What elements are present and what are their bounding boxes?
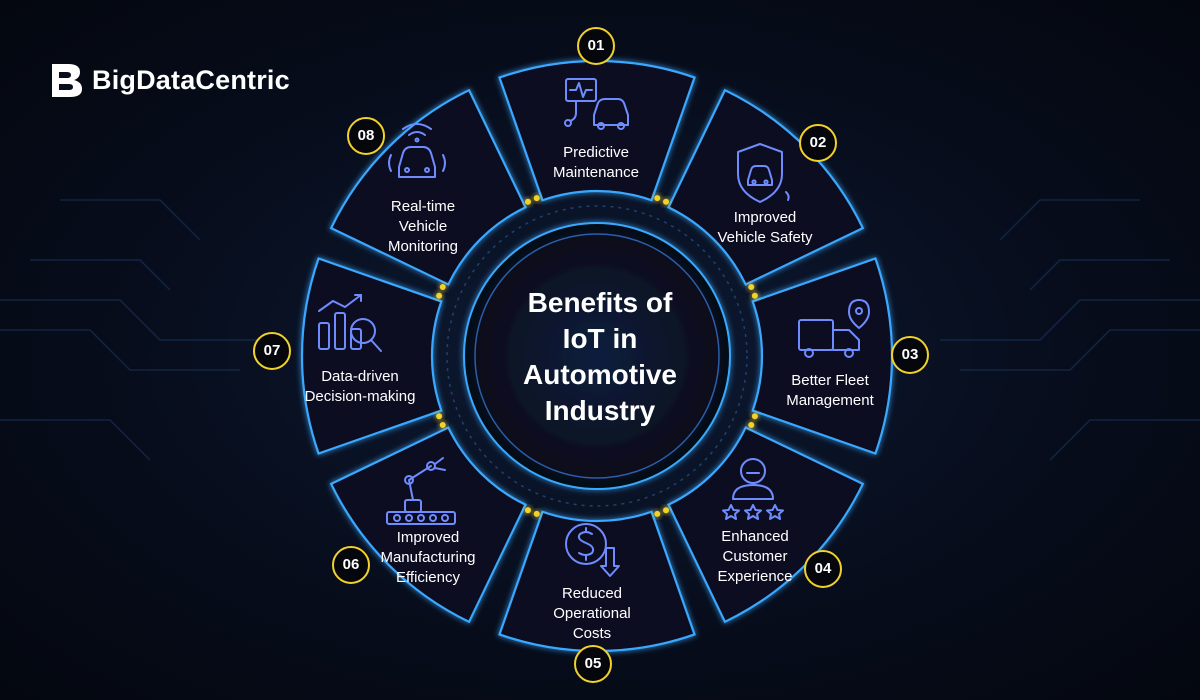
segment-label-line: Improved bbox=[396, 529, 460, 546]
title-line: Benefits of bbox=[527, 287, 673, 318]
car-diagnostics-icon bbox=[564, 78, 629, 130]
center-disc bbox=[463, 222, 731, 490]
dashed-ring bbox=[446, 205, 748, 507]
glow-dot bbox=[524, 198, 531, 205]
brand-name: BigDataCentric bbox=[92, 64, 290, 95]
number-badge-03: 03 bbox=[891, 336, 929, 374]
center-circle bbox=[446, 205, 748, 507]
customer-rating-icon bbox=[722, 458, 784, 520]
segment-label-line: Reduced bbox=[561, 585, 623, 602]
bigdatacentric-logo-icon bbox=[52, 64, 82, 97]
segment-label-line: Decision-making bbox=[304, 388, 416, 405]
glow-dot bbox=[436, 413, 443, 420]
segment-label-line: Maintenance bbox=[553, 164, 639, 181]
chart-magnifier-icon bbox=[318, 294, 382, 352]
title-line: IoT in bbox=[562, 323, 638, 354]
segment-03 bbox=[751, 257, 894, 455]
segment-label-line: Vehicle bbox=[398, 218, 448, 235]
segment-05 bbox=[498, 510, 696, 653]
segment-label-line: Better Fleet bbox=[791, 372, 869, 389]
circuit-trace bbox=[940, 299, 1200, 341]
segment-label-line: Predictive bbox=[563, 144, 629, 161]
center-title: Benefits of IoT in Automotive Industry bbox=[495, 285, 705, 429]
glow-dot bbox=[663, 507, 670, 514]
segment-label-line: Monitoring bbox=[387, 238, 459, 255]
segment-07 bbox=[300, 257, 443, 455]
circuit-trace bbox=[999, 199, 1140, 241]
number-badge-08: 08 bbox=[347, 117, 385, 155]
circuit-trace bbox=[1029, 259, 1170, 291]
segment-label-line: Operational bbox=[553, 605, 631, 622]
circuit-trace bbox=[960, 329, 1200, 371]
title-line: Automotive bbox=[523, 359, 677, 390]
segment-label-line: Management bbox=[786, 392, 874, 409]
segment-label-line: Enhanced bbox=[721, 528, 789, 545]
segment-label-line: Manufacturing bbox=[380, 549, 476, 566]
glow-dot bbox=[663, 198, 670, 205]
shield-car-icon bbox=[737, 143, 790, 203]
segment-label-line: Experience bbox=[717, 568, 793, 585]
truck-location-icon bbox=[798, 299, 870, 358]
number-badge-06: 06 bbox=[332, 546, 370, 584]
segment-label-line: Costs bbox=[572, 625, 612, 642]
dollar-down-icon bbox=[565, 523, 620, 577]
glow-dot bbox=[748, 283, 755, 290]
segment-02 bbox=[667, 88, 865, 286]
circuit-trace bbox=[0, 329, 240, 371]
brand-logo: BigDataCentric bbox=[50, 60, 290, 100]
segment-label-line: Data-driven bbox=[321, 368, 399, 385]
glow-dot bbox=[751, 292, 758, 299]
glow-dot bbox=[533, 195, 540, 202]
number-badge-02: 02 bbox=[799, 124, 837, 162]
number-badge-01: 01 bbox=[577, 27, 615, 65]
segment-08 bbox=[329, 88, 527, 286]
car-signal-icon bbox=[388, 123, 446, 178]
glow-dot bbox=[439, 422, 446, 429]
segment-01 bbox=[498, 59, 696, 202]
number-badge-04: 04 bbox=[804, 550, 842, 588]
robot-arm-icon bbox=[386, 457, 456, 525]
glow-dot bbox=[436, 292, 443, 299]
glow-dot bbox=[439, 283, 446, 290]
glow-dot bbox=[524, 507, 531, 514]
segment-label-line: Efficiency bbox=[396, 569, 460, 586]
circuit-trace bbox=[60, 199, 201, 241]
circuit-trace bbox=[0, 299, 260, 341]
segment-label-line: Improved bbox=[733, 209, 797, 226]
glow-dot bbox=[748, 422, 755, 429]
title-line: Industry bbox=[544, 395, 656, 426]
segment-04 bbox=[667, 426, 865, 624]
segment-label-line: Real-time bbox=[390, 198, 456, 215]
glow-dot bbox=[654, 510, 661, 517]
glow-dot bbox=[533, 510, 540, 517]
segment-label-line: Customer bbox=[722, 548, 788, 565]
circuit-trace bbox=[30, 259, 171, 291]
number-badge-05: 05 bbox=[574, 645, 612, 683]
segment-label-line: Vehicle Safety bbox=[717, 229, 813, 246]
glow-dot bbox=[654, 195, 661, 202]
circuit-trace bbox=[1049, 419, 1200, 461]
circuit-lines bbox=[0, 199, 1200, 461]
circuit-trace bbox=[0, 419, 151, 461]
number-badge-07: 07 bbox=[253, 332, 291, 370]
inner-ring bbox=[474, 233, 720, 479]
glow-dot bbox=[751, 413, 758, 420]
